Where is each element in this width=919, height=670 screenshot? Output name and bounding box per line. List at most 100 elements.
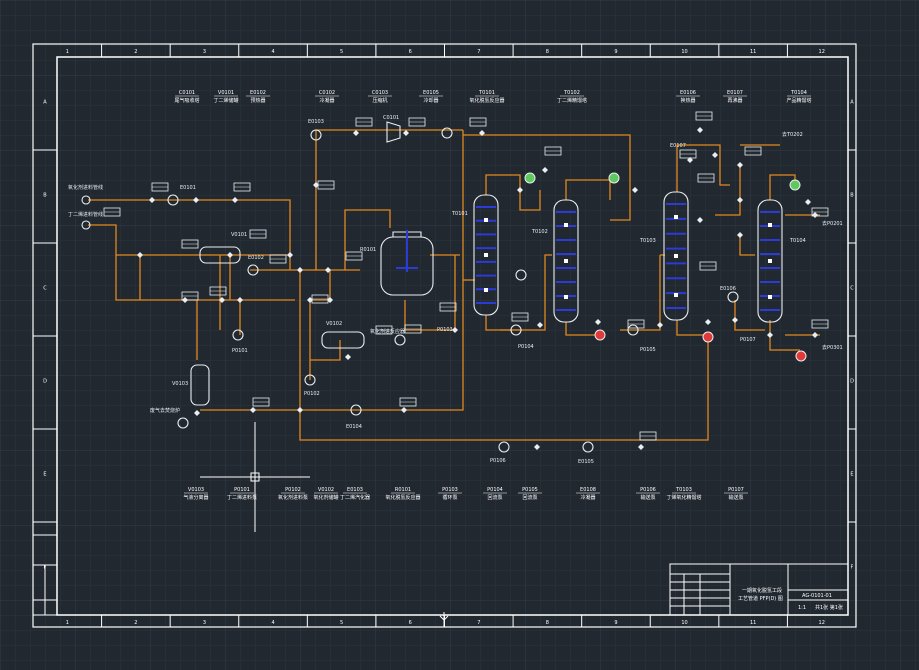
equipment-label-desc: 氧化剂储罐 <box>313 494 338 501</box>
to-waste-label: 废气去焚烧炉 <box>150 407 180 414</box>
tag-v0102: V0102 <box>326 321 342 327</box>
valve-diamond <box>237 297 243 303</box>
drawing-number: AG-0101-01 <box>802 593 832 599</box>
header-equipment-labels: C0101尾气吸收塔V0101丁二烯储罐E0102预热器C0102冷凝器C010… <box>174 90 811 104</box>
valve-diamond <box>712 152 718 158</box>
valve-diamond <box>345 354 351 360</box>
equipment <box>81 121 739 453</box>
frame-col-number: 2 <box>134 49 137 55</box>
equipment-label-tag: P0106 <box>640 487 656 493</box>
tag-p0104: P0104 <box>518 344 534 350</box>
frame-col-number: 4 <box>271 49 274 55</box>
frame-col-number: 9 <box>614 49 617 55</box>
equipment-label-desc: 尾气吸收塔 <box>174 97 199 104</box>
valve-diamond <box>638 444 644 450</box>
equipment-label-tag: P0101 <box>234 487 250 493</box>
outlet-2-label: 去P0301 <box>822 344 843 351</box>
frame-row-letter: A <box>43 100 47 106</box>
valve-diamond <box>232 197 238 203</box>
instrument-tags <box>103 111 829 441</box>
valve-diamond <box>401 407 407 413</box>
equipment-label-tag: T0102 <box>563 90 580 96</box>
column-nozzle <box>484 253 488 257</box>
column-nozzle <box>768 259 772 263</box>
equipment-label-tag: C0102 <box>319 90 335 96</box>
valve-diamond <box>227 252 233 258</box>
valve-diamond <box>137 252 143 258</box>
valve-diamond <box>149 197 155 203</box>
to-reactor-label: 氧化剂进反应器 <box>370 328 405 335</box>
tag-p0106: P0106 <box>490 458 506 464</box>
valve-diamond <box>537 322 543 328</box>
cad-crosshair <box>200 422 310 532</box>
tag-v0103: V0103 <box>172 381 188 387</box>
frame-col-number: 1 <box>66 620 69 626</box>
equipment-label-desc: 气液分离器 <box>183 494 208 501</box>
equipment-label-tag: E0105 <box>423 90 439 96</box>
equipment-label-desc: 预热器 <box>250 97 265 104</box>
valve-diamond <box>687 157 693 163</box>
distillation-columns <box>473 191 783 323</box>
valve-diamond <box>287 252 293 258</box>
column-nozzle <box>564 259 568 263</box>
equipment-label-tag: P0103 <box>442 487 458 493</box>
frame-col-number: 1 <box>66 49 69 55</box>
frame-col-number: 5 <box>340 49 343 55</box>
valve-diamond <box>697 217 703 223</box>
equipment-label-desc: 丁烯氧化精馏塔 <box>666 494 701 501</box>
column-nozzle <box>674 254 678 258</box>
pump-p0107 <box>177 417 189 429</box>
equipment-label-desc: 换热器 <box>680 97 695 104</box>
pump-p0101 <box>232 329 244 341</box>
column-shell <box>663 191 689 321</box>
tag-t0101: T0101 <box>451 211 468 217</box>
tag-e0106: E0106 <box>720 286 736 292</box>
valve-diamond <box>534 444 540 450</box>
tag-p0103: P0103 <box>437 327 453 333</box>
inlet-1-label: 氧化剂进料管线 <box>68 184 103 191</box>
frame-row-letter: F <box>851 565 854 571</box>
equipment-label-tag: E0107 <box>727 90 743 96</box>
equipment-label-tag: C0103 <box>372 90 388 96</box>
tag-v0101: V0101 <box>231 232 247 238</box>
column-nozzle <box>768 223 772 227</box>
pump-p0106 <box>498 441 510 453</box>
frame-row-letter: C <box>850 286 854 292</box>
valve-diamond <box>705 319 711 325</box>
bottom-center-marker <box>439 612 449 627</box>
equipment-label-desc: 输送泵 <box>728 494 743 501</box>
equipment-label-tag: P0107 <box>728 487 744 493</box>
frame-row-letter: E <box>850 472 853 478</box>
column-nozzle <box>564 223 568 227</box>
valve-diamond <box>805 199 811 205</box>
valve-diamond <box>737 162 743 168</box>
valve-diamond <box>479 130 485 136</box>
valve-diamond <box>219 297 225 303</box>
tag-p0105: P0105 <box>640 347 656 353</box>
equipment-label-tag: T0101 <box>478 90 495 96</box>
equipment-label-desc: 循环泵 <box>442 494 457 501</box>
drum-v0103 <box>190 364 210 406</box>
equipment-label-tag: P0102 <box>285 487 301 493</box>
equipment-label-desc: 再沸器 <box>727 97 742 104</box>
frame-col-number: 2 <box>134 620 137 626</box>
tag-e0102: E0102 <box>248 255 264 261</box>
frame-col-number: 3 <box>203 49 206 55</box>
frame-col-number: 10 <box>681 49 687 55</box>
tag-p0107: P0107 <box>740 337 756 343</box>
drawing-sheet: 共1张 第1张 <box>815 604 843 611</box>
drum-v0102 <box>321 331 365 349</box>
frame-row-letter: B <box>850 193 854 199</box>
frame-col-number: 8 <box>546 620 549 626</box>
valve-diamond <box>297 407 303 413</box>
tag-e0103: E0103 <box>308 119 324 125</box>
equipment-label-tag: V0101 <box>218 90 234 96</box>
frame-row-letter: D <box>850 379 854 385</box>
valve-diamond <box>297 267 303 273</box>
equipment-label-desc: 丁二烯精馏塔 <box>557 97 587 104</box>
title-block <box>32 534 849 616</box>
valve-diamond <box>737 197 743 203</box>
equipment-label-tag: E0103 <box>347 487 363 493</box>
frame-row-letter: D <box>43 379 47 385</box>
valve-diamond <box>403 130 409 136</box>
